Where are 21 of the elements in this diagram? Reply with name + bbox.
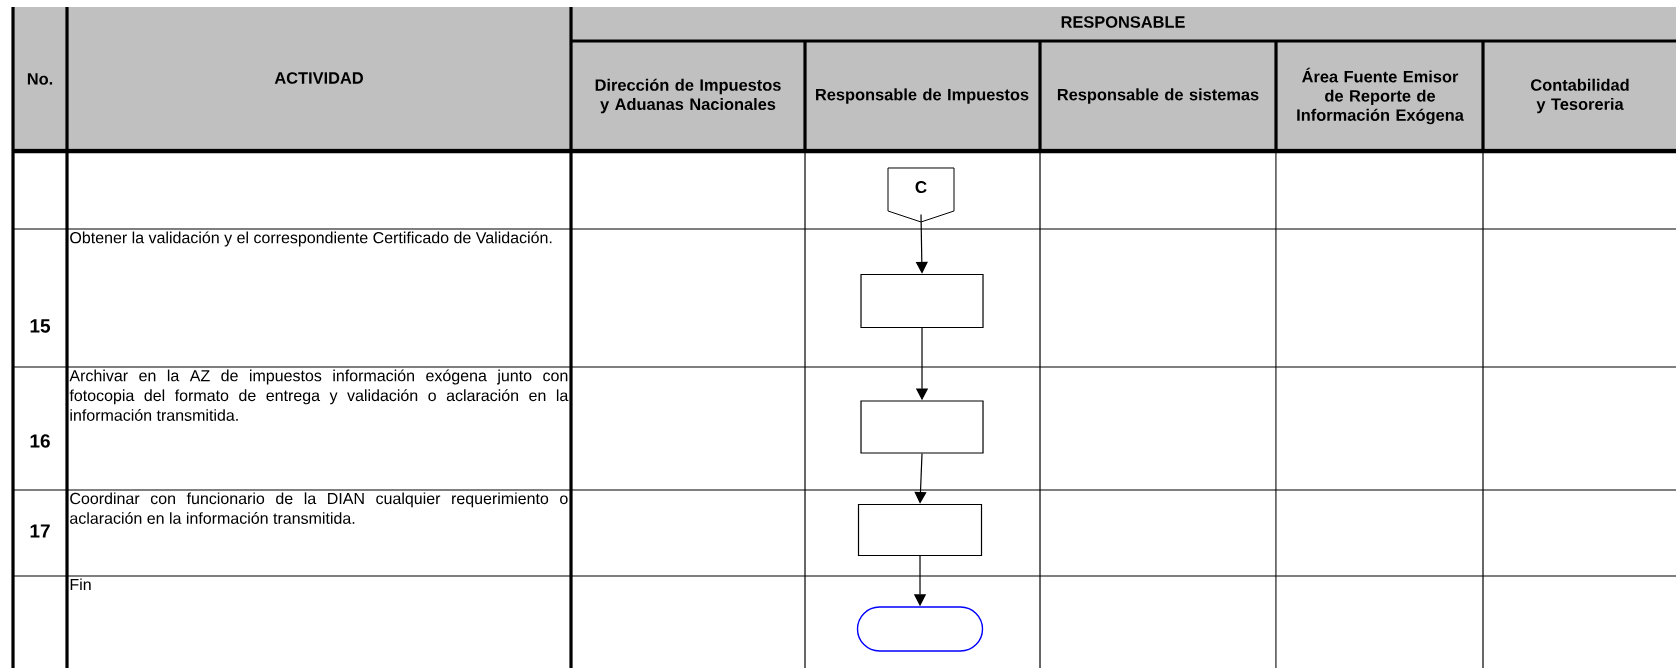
- process-box: [860, 400, 984, 454]
- column-header: Contabilidad y Tesoreria: [1531, 78, 1629, 114]
- process-box: [857, 503, 983, 557]
- column-header: Área Fuente Emisor de Reporte de Información Exógena: [1297, 67, 1464, 125]
- arrow: [914, 453, 927, 504]
- activity-text: Archivar en la AZ de impuestos información exógena junto con fotocopia del formato de entrega y validación o aclaración en la información transmitida.: [69, 369, 569, 421]
- activity-text: Obtener la validación y el correspondiente Certificado de Validación.: [70, 231, 552, 247]
- activity-text: Coordinar con funcionario de la DIAN cualquier requerimiento o aclaración en la información transmitida.: [70, 492, 568, 524]
- column-header: Responsable de Impuestos: [816, 88, 1029, 104]
- row-number: 16: [30, 434, 50, 448]
- column-header: No.: [27, 73, 53, 85]
- row-number: 15: [30, 319, 51, 333]
- offpage-connector: C: [887, 167, 955, 223]
- column-header: ACTIVIDAD: [274, 72, 363, 84]
- column-header: Dirección de Impuestos y Aduanas Nacionales: [595, 78, 781, 114]
- column-header: RESPONSABLE: [1061, 16, 1185, 28]
- terminator-shape: [856, 606, 984, 652]
- column-header: Responsable de sistemas: [1057, 88, 1259, 104]
- process-box: [860, 273, 984, 329]
- activity-text: Fin: [70, 578, 91, 590]
- row-number: 17: [30, 524, 50, 538]
